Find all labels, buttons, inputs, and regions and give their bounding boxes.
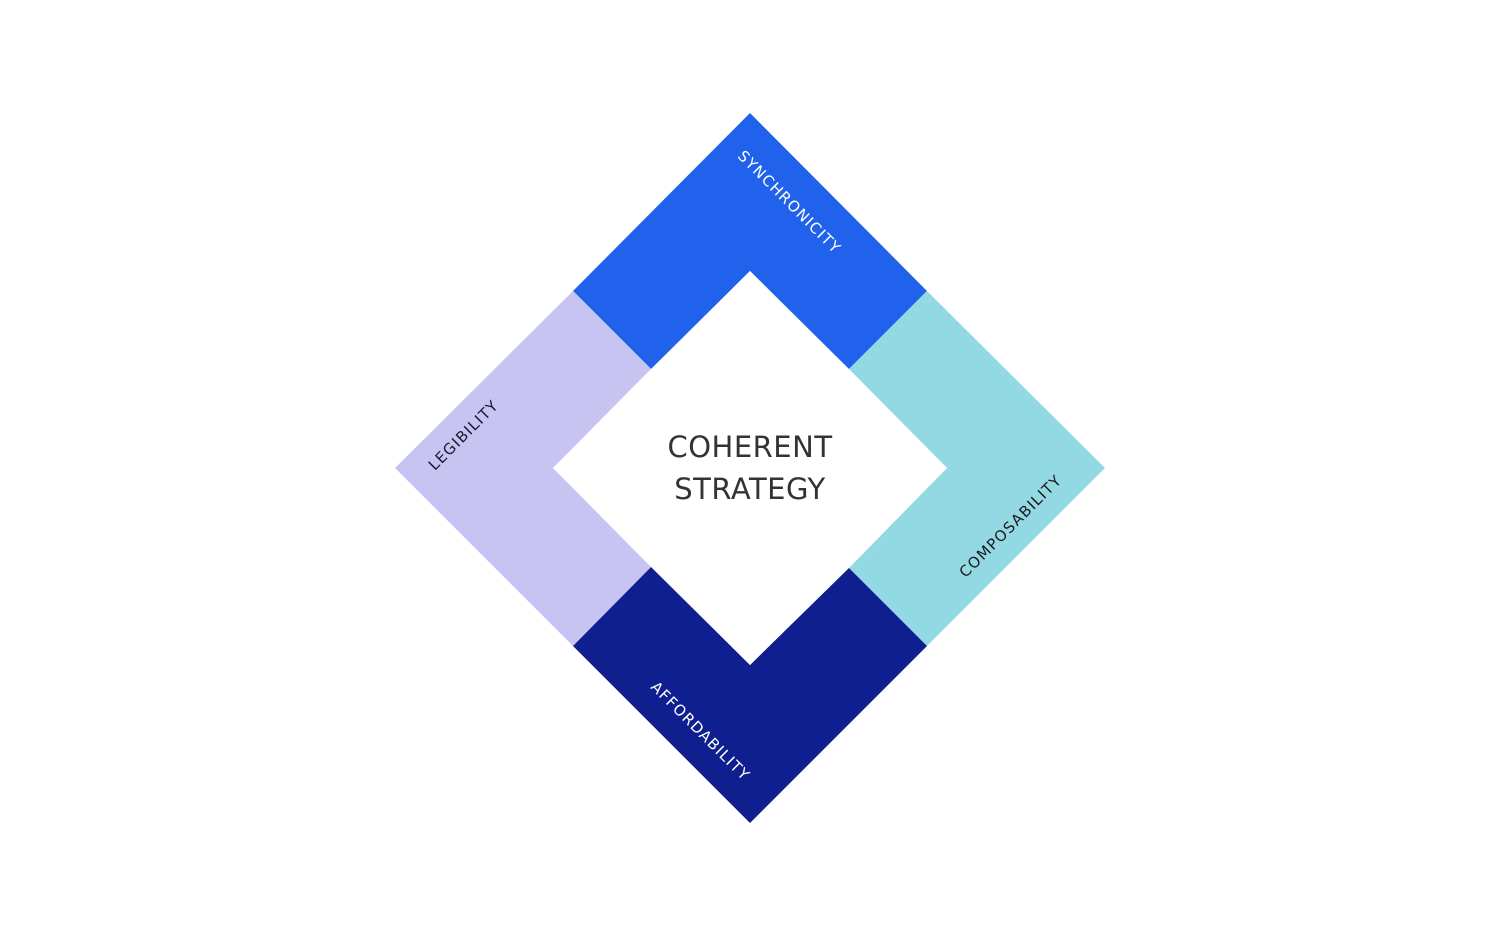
center-diamond [553, 271, 947, 665]
center-title-line2: STRATEGY [674, 472, 826, 506]
segment-synchronicity [573, 113, 927, 369]
segment-legibility [395, 291, 651, 646]
center-title: COHERENT STRATEGY [600, 426, 900, 510]
center-title-line1: COHERENT [667, 430, 833, 464]
segment-composability [849, 291, 1105, 646]
segment-affordability [573, 567, 927, 823]
